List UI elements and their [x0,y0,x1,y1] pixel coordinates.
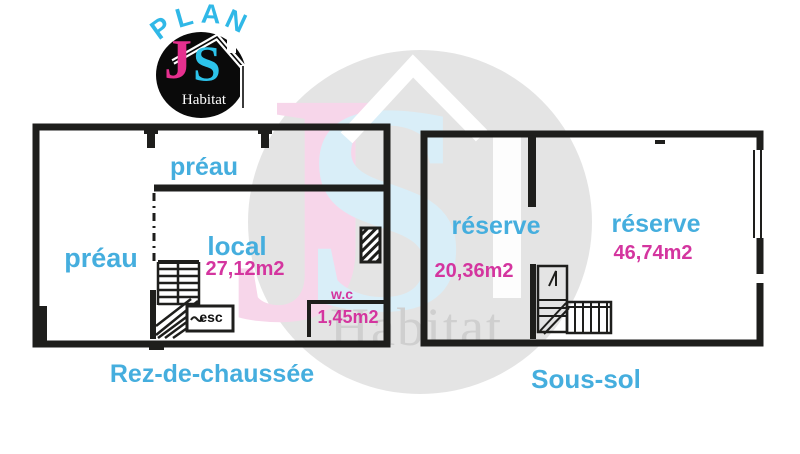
room-area-local: 27,12m2 [205,258,285,280]
room-label-local: local [207,231,267,261]
room-label-preau-left: préau [64,243,138,273]
room-area-reserve-left: 20,36m2 [434,260,514,282]
gf-outer-walls-inner [37,128,386,343]
bs-outer-walls [420,130,764,347]
logo-habitat-text: Habitat [181,92,227,108]
gf-wc-walls [307,300,386,337]
room-area-wc: 1,45m2 [317,307,379,327]
ground-floor-plan [32,123,391,350]
logo-letter-j: J [164,29,192,91]
bs-stairs [530,264,613,339]
room-area-reserve-right: 46,74m2 [613,242,693,264]
gf-esc-box [185,304,235,333]
stairs-label-esc: esc [199,309,223,325]
room-label-preau-top: préau [169,153,239,181]
watermark-letter-j: J [224,26,389,391]
room-label-wc: w.c [330,286,354,302]
bs-outer-walls-inner [425,135,759,342]
bs-right-window [751,150,766,238]
gf-chimney-hatch [359,226,382,264]
gf-outer-walls [32,123,391,348]
room-label-reserve-right: réserve [611,210,701,238]
bs-top-tick [655,140,665,144]
gf-esc-squiggle [190,316,204,322]
bs-right-notch [751,274,766,283]
floor-title-ground: Rez-de-chaussée [109,360,315,388]
logo-letter-s: S [193,35,221,91]
gf-bottom-stub [149,341,164,350]
gf-top-wall-stubs [144,130,272,148]
logo-roof-icon [171,33,246,109]
js-habitat-logo: P L A N J S Habitat [140,0,264,126]
floor-title-basement: Sous-sol [531,364,641,394]
room-label-reserve-left: réserve [451,212,541,240]
basement-plan [420,130,766,347]
gf-left-pillar [34,306,47,343]
